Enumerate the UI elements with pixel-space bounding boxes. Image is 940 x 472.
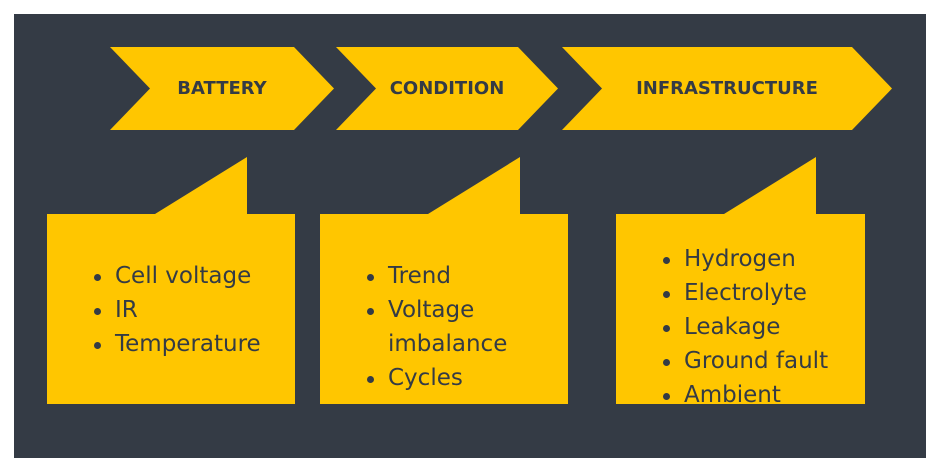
stage-battery-chevron: BATTERY bbox=[110, 47, 334, 130]
condition-item-line: Voltage bbox=[388, 297, 475, 323]
battery-item: Cell voltage bbox=[88, 259, 261, 293]
infrastructure-item: Ground fault bbox=[657, 344, 828, 378]
stage-condition-chevron: CONDITION bbox=[336, 47, 558, 130]
battery-item: Temperature bbox=[88, 327, 261, 361]
stage-battery-label: BATTERY bbox=[177, 78, 267, 99]
condition-item: Voltage imbalance bbox=[361, 293, 507, 361]
infrastructure-callout: Hydrogen Electrolyte Leakage Ground faul… bbox=[616, 157, 865, 404]
battery-item-list: Cell voltage IR Temperature bbox=[88, 259, 261, 361]
condition-item: Cycles bbox=[361, 361, 507, 395]
condition-item: Trend bbox=[361, 259, 507, 293]
stage-infrastructure-chevron: INFRASTRUCTURE bbox=[562, 47, 892, 130]
infrastructure-item: Ambient bbox=[657, 378, 828, 404]
infrastructure-item: Hydrogen bbox=[657, 242, 828, 276]
battery-item: IR bbox=[88, 293, 261, 327]
condition-item-line: imbalance bbox=[388, 331, 508, 357]
stage-infrastructure-label: INFRASTRUCTURE bbox=[636, 78, 818, 99]
battery-callout: Cell voltage IR Temperature bbox=[47, 157, 295, 404]
infrastructure-item: Electrolyte bbox=[657, 276, 828, 310]
infrastructure-item: Leakage bbox=[657, 310, 828, 344]
infrastructure-item-list: Hydrogen Electrolyte Leakage Ground faul… bbox=[657, 242, 828, 404]
diagram-panel: BATTERY CONDITION INFRASTRUCTURE Cell vo… bbox=[14, 14, 926, 458]
condition-callout: Trend Voltage imbalance Cycles bbox=[320, 157, 568, 404]
condition-item-list: Trend Voltage imbalance Cycles bbox=[361, 259, 507, 395]
stage-condition-label: CONDITION bbox=[389, 78, 505, 99]
